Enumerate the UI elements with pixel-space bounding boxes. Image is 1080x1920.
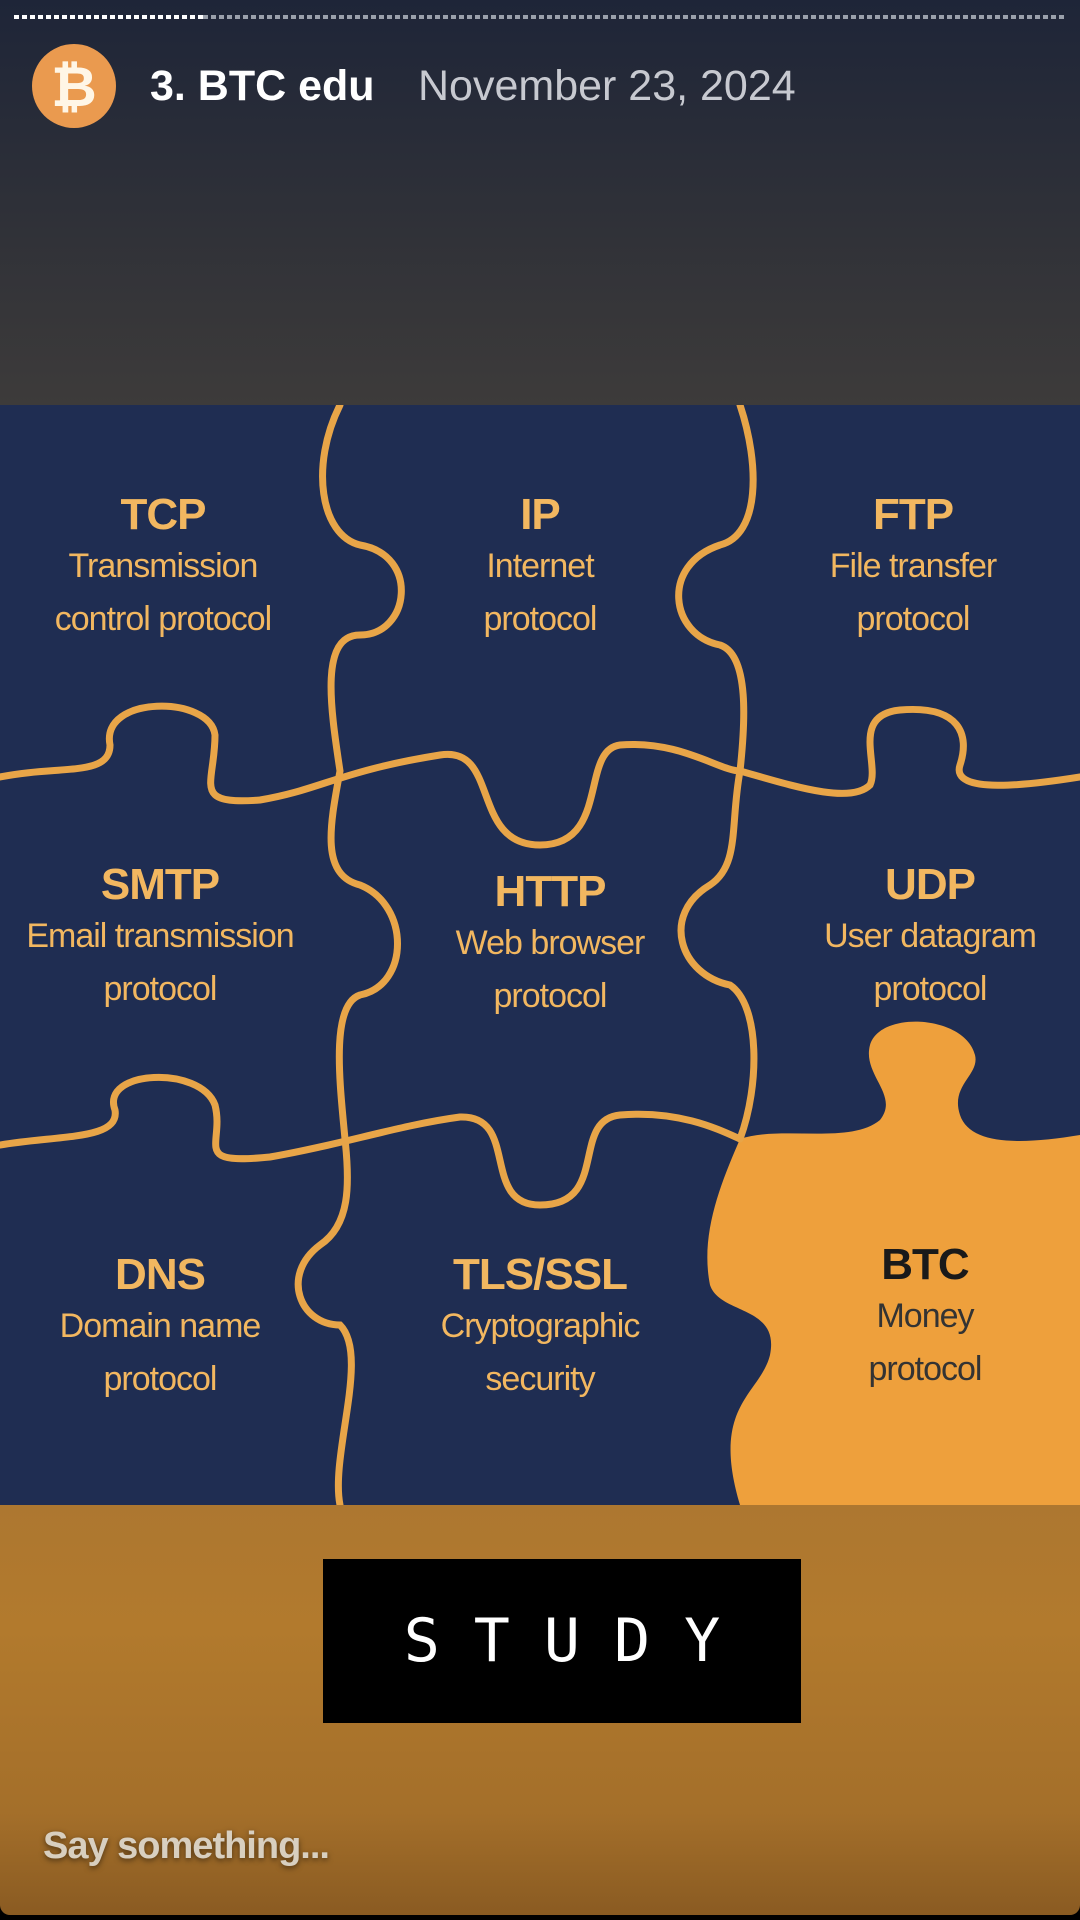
piece-subtitle: File transfer — [829, 547, 997, 585]
progress-viewed — [14, 15, 203, 19]
puzzle-piece-http: HTTP Web browser protocol — [455, 867, 646, 1023]
puzzle-piece-dns: DNS Domain name protocol — [59, 1250, 262, 1406]
horizontal-seam-top — [0, 702, 1080, 849]
piece-subtitle: Domain name — [59, 1307, 262, 1345]
piece-subtitle: protocol — [103, 970, 218, 1008]
piece-subtitle: Money — [876, 1297, 974, 1335]
piece-subtitle: protocol — [856, 600, 971, 638]
piece-subtitle: Web browser — [455, 924, 646, 962]
piece-subtitle: protocol — [873, 970, 988, 1008]
piece-subtitle: User datagram — [824, 917, 1037, 955]
avatar-glyph: ₿ — [51, 54, 97, 118]
puzzle-piece-smtp: SMTP Email transmission protocol — [26, 860, 294, 1016]
puzzle-graphic — [0, 405, 1080, 1505]
piece-heading: SMTP — [100, 860, 220, 909]
progress-remaining — [203, 15, 1064, 19]
piece-subtitle: protocol — [868, 1350, 983, 1388]
puzzle-piece-tcp: TCP Transmission control protocol — [54, 490, 272, 646]
piece-subtitle: Email transmission — [26, 917, 294, 955]
story-header-area: ₿ 3. BTC edu November 23, 2024 — [0, 0, 1080, 405]
piece-heading: UDP — [885, 860, 976, 909]
story-author[interactable]: 3. BTC edu — [150, 62, 375, 110]
puzzle-piece-ip: IP Internet protocol — [483, 490, 598, 646]
puzzle-piece-udp: UDP User datagram protocol — [824, 860, 1037, 1016]
piece-subtitle: security — [485, 1360, 595, 1398]
puzzle-image: TCP Transmission control protocol IP Intern… — [0, 405, 1080, 1505]
piece-heading: TCP — [120, 490, 207, 539]
piece-heading: HTTP — [494, 867, 607, 916]
piece-subtitle: protocol — [493, 977, 608, 1015]
piece-subtitle: Internet — [486, 547, 594, 585]
puzzle-piece-tls-ssl: TLS/SSL Cryptographic security — [440, 1250, 641, 1406]
puzzle-piece-btc: BTC Money protocol — [868, 1240, 983, 1396]
puzzle-piece-ftp: FTP File transfer protocol — [830, 490, 997, 646]
reply-input[interactable]: Say something... — [43, 1825, 330, 1867]
piece-subtitle: control protocol — [54, 600, 272, 638]
study-sticker: STUDY — [323, 1559, 801, 1723]
story-progress-bar — [14, 15, 1064, 19]
piece-heading: IP — [520, 490, 561, 539]
piece-heading: TLS/SSL — [453, 1250, 628, 1299]
piece-heading: DNS — [115, 1250, 206, 1299]
piece-subtitle: protocol — [483, 600, 598, 638]
piece-subtitle: protocol — [103, 1360, 218, 1398]
horizontal-seam-bottom — [0, 1074, 744, 1209]
bitcoin-icon[interactable]: ₿ — [32, 44, 116, 128]
piece-heading: BTC — [881, 1240, 969, 1289]
story-date: November 23, 2024 — [418, 62, 796, 110]
piece-subtitle: Transmission — [68, 547, 259, 585]
btc-piece — [707, 1021, 1080, 1505]
piece-subtitle: Cryptographic — [440, 1307, 641, 1345]
piece-heading: FTP — [872, 490, 954, 539]
vertical-seam-left — [294, 405, 405, 1505]
